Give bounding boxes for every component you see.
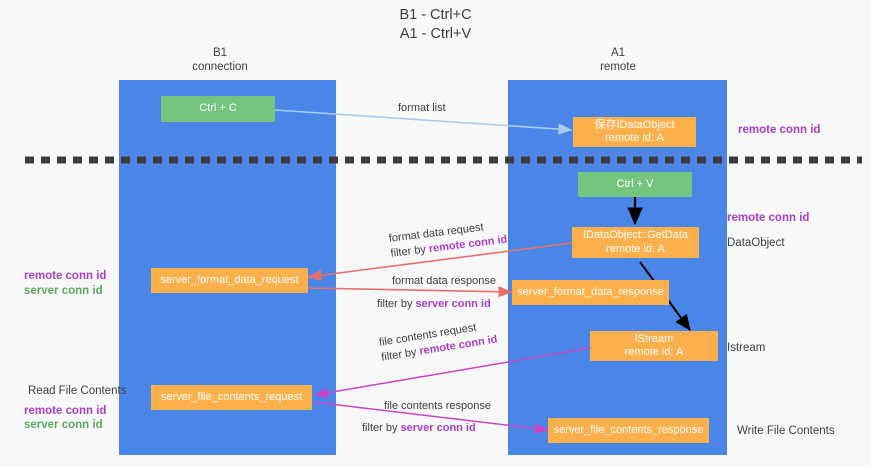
box-idataobject-getdata-line-1: IDataObject::GetData — [582, 229, 689, 241]
box-idataobject-remote-line-2: remote id: A — [605, 132, 664, 144]
box-server-file-contents-request-label: server_file_contents_request — [160, 390, 303, 403]
box-server-format-data-request[interactable]: server_format_data_request — [151, 268, 308, 293]
left-label-server-conn-id-2: server conn id — [24, 419, 103, 431]
left-label-remote-conn-id-2: remote conn id — [24, 405, 107, 417]
column-header-a1-sub: remote — [600, 61, 636, 73]
arrow-file-contents-request — [314, 347, 591, 399]
edge-label-format-data-response-filter-key: server conn id — [415, 298, 491, 310]
box-idataobject-remote[interactable]: 保存IDataObject remote id: A — [573, 117, 696, 147]
arrow-file-contents-response — [312, 401, 549, 434]
edge-label-file-contents-response-filter: filter by server conn id — [362, 421, 491, 436]
edge-label-file-contents-response-filter-key: server conn id — [400, 422, 476, 434]
column-header-b1-sub: connection — [192, 61, 248, 73]
edge-label-file-contents-response-filter-prefix: filter by — [362, 422, 401, 434]
box-server-file-contents-response-label: server_file_contents_response — [553, 423, 704, 436]
arrow-format-list — [274, 109, 573, 135]
box-ctrl-c-label: Ctrl + C — [199, 102, 237, 115]
box-idataobject-remote-line-1: 保存IDataObject — [594, 118, 675, 131]
right-label-dataobject: DataObject — [727, 237, 785, 249]
right-label-istream: Istream — [727, 342, 766, 354]
edge-label-format-list-text: format list — [398, 102, 446, 114]
edge-label-format-data-request-filter-prefix: filter by — [389, 243, 430, 260]
edge-label-file-contents-response-text: file contents response — [384, 400, 492, 412]
left-label-read-file-contents: Read File Contents — [28, 385, 127, 397]
left-label-remote-conn-id: remote conn id — [24, 270, 107, 282]
box-istream-line-2: remote id: A — [624, 346, 684, 358]
box-idataobject-getdata[interactable]: IDataObject::GetData remote id: A — [572, 227, 699, 258]
edge-label-format-list: format list — [398, 101, 446, 116]
box-ctrl-c[interactable]: Ctrl + C — [161, 96, 275, 122]
box-server-file-contents-response[interactable]: server_file_contents_response — [548, 418, 709, 443]
edge-label-format-data-response: format data response filter by server co… — [377, 274, 496, 312]
box-server-format-data-request-label: server_format_data_request — [160, 273, 299, 286]
arrow-format-data-response — [306, 286, 513, 298]
edge-label-format-data-response-filter-prefix: filter by — [377, 298, 416, 310]
column-header-a1-name: A1 — [610, 47, 626, 59]
page-title-line-2: A1 - Ctrl+V — [399, 26, 472, 42]
box-server-file-contents-request[interactable]: server_file_contents_request — [151, 385, 312, 410]
edge-label-format-data-response-filter: filter by server conn id — [377, 297, 496, 312]
column-header-b1-name: B1 — [212, 47, 228, 59]
edge-label-file-contents-response: file contents response filter by server … — [362, 399, 492, 436]
page-title: B1 - Ctrl+C A1 - Ctrl+V — [0, 6, 871, 44]
page-title-line-1: B1 - Ctrl+C — [399, 7, 472, 23]
box-server-format-data-response[interactable]: server_format_data_response — [512, 280, 669, 305]
box-server-format-data-response-label: server_format_data_response — [517, 285, 664, 298]
column-header-a1: A1 remote — [548, 46, 688, 74]
box-ctrl-v-label: Ctrl + V — [616, 177, 654, 190]
box-istream-line-1: IStream — [634, 332, 674, 345]
arrow-format-data-request — [307, 242, 573, 281]
right-label-remote-conn-id-mid: remote conn id — [727, 212, 810, 224]
box-idataobject-getdata-line-2: remote id: A — [606, 242, 665, 255]
left-label-server-conn-id: server conn id — [24, 285, 103, 297]
column-header-b1: B1 connection — [150, 46, 290, 74]
edge-label-format-data-response-text: format data response — [392, 275, 496, 287]
box-istream[interactable]: IStream remote id: A — [590, 331, 718, 361]
right-label-remote-conn-id-top: remote conn id — [738, 124, 821, 136]
box-ctrl-v[interactable]: Ctrl + V — [578, 172, 692, 197]
right-label-write-file-contents: Write File Contents — [737, 425, 835, 437]
